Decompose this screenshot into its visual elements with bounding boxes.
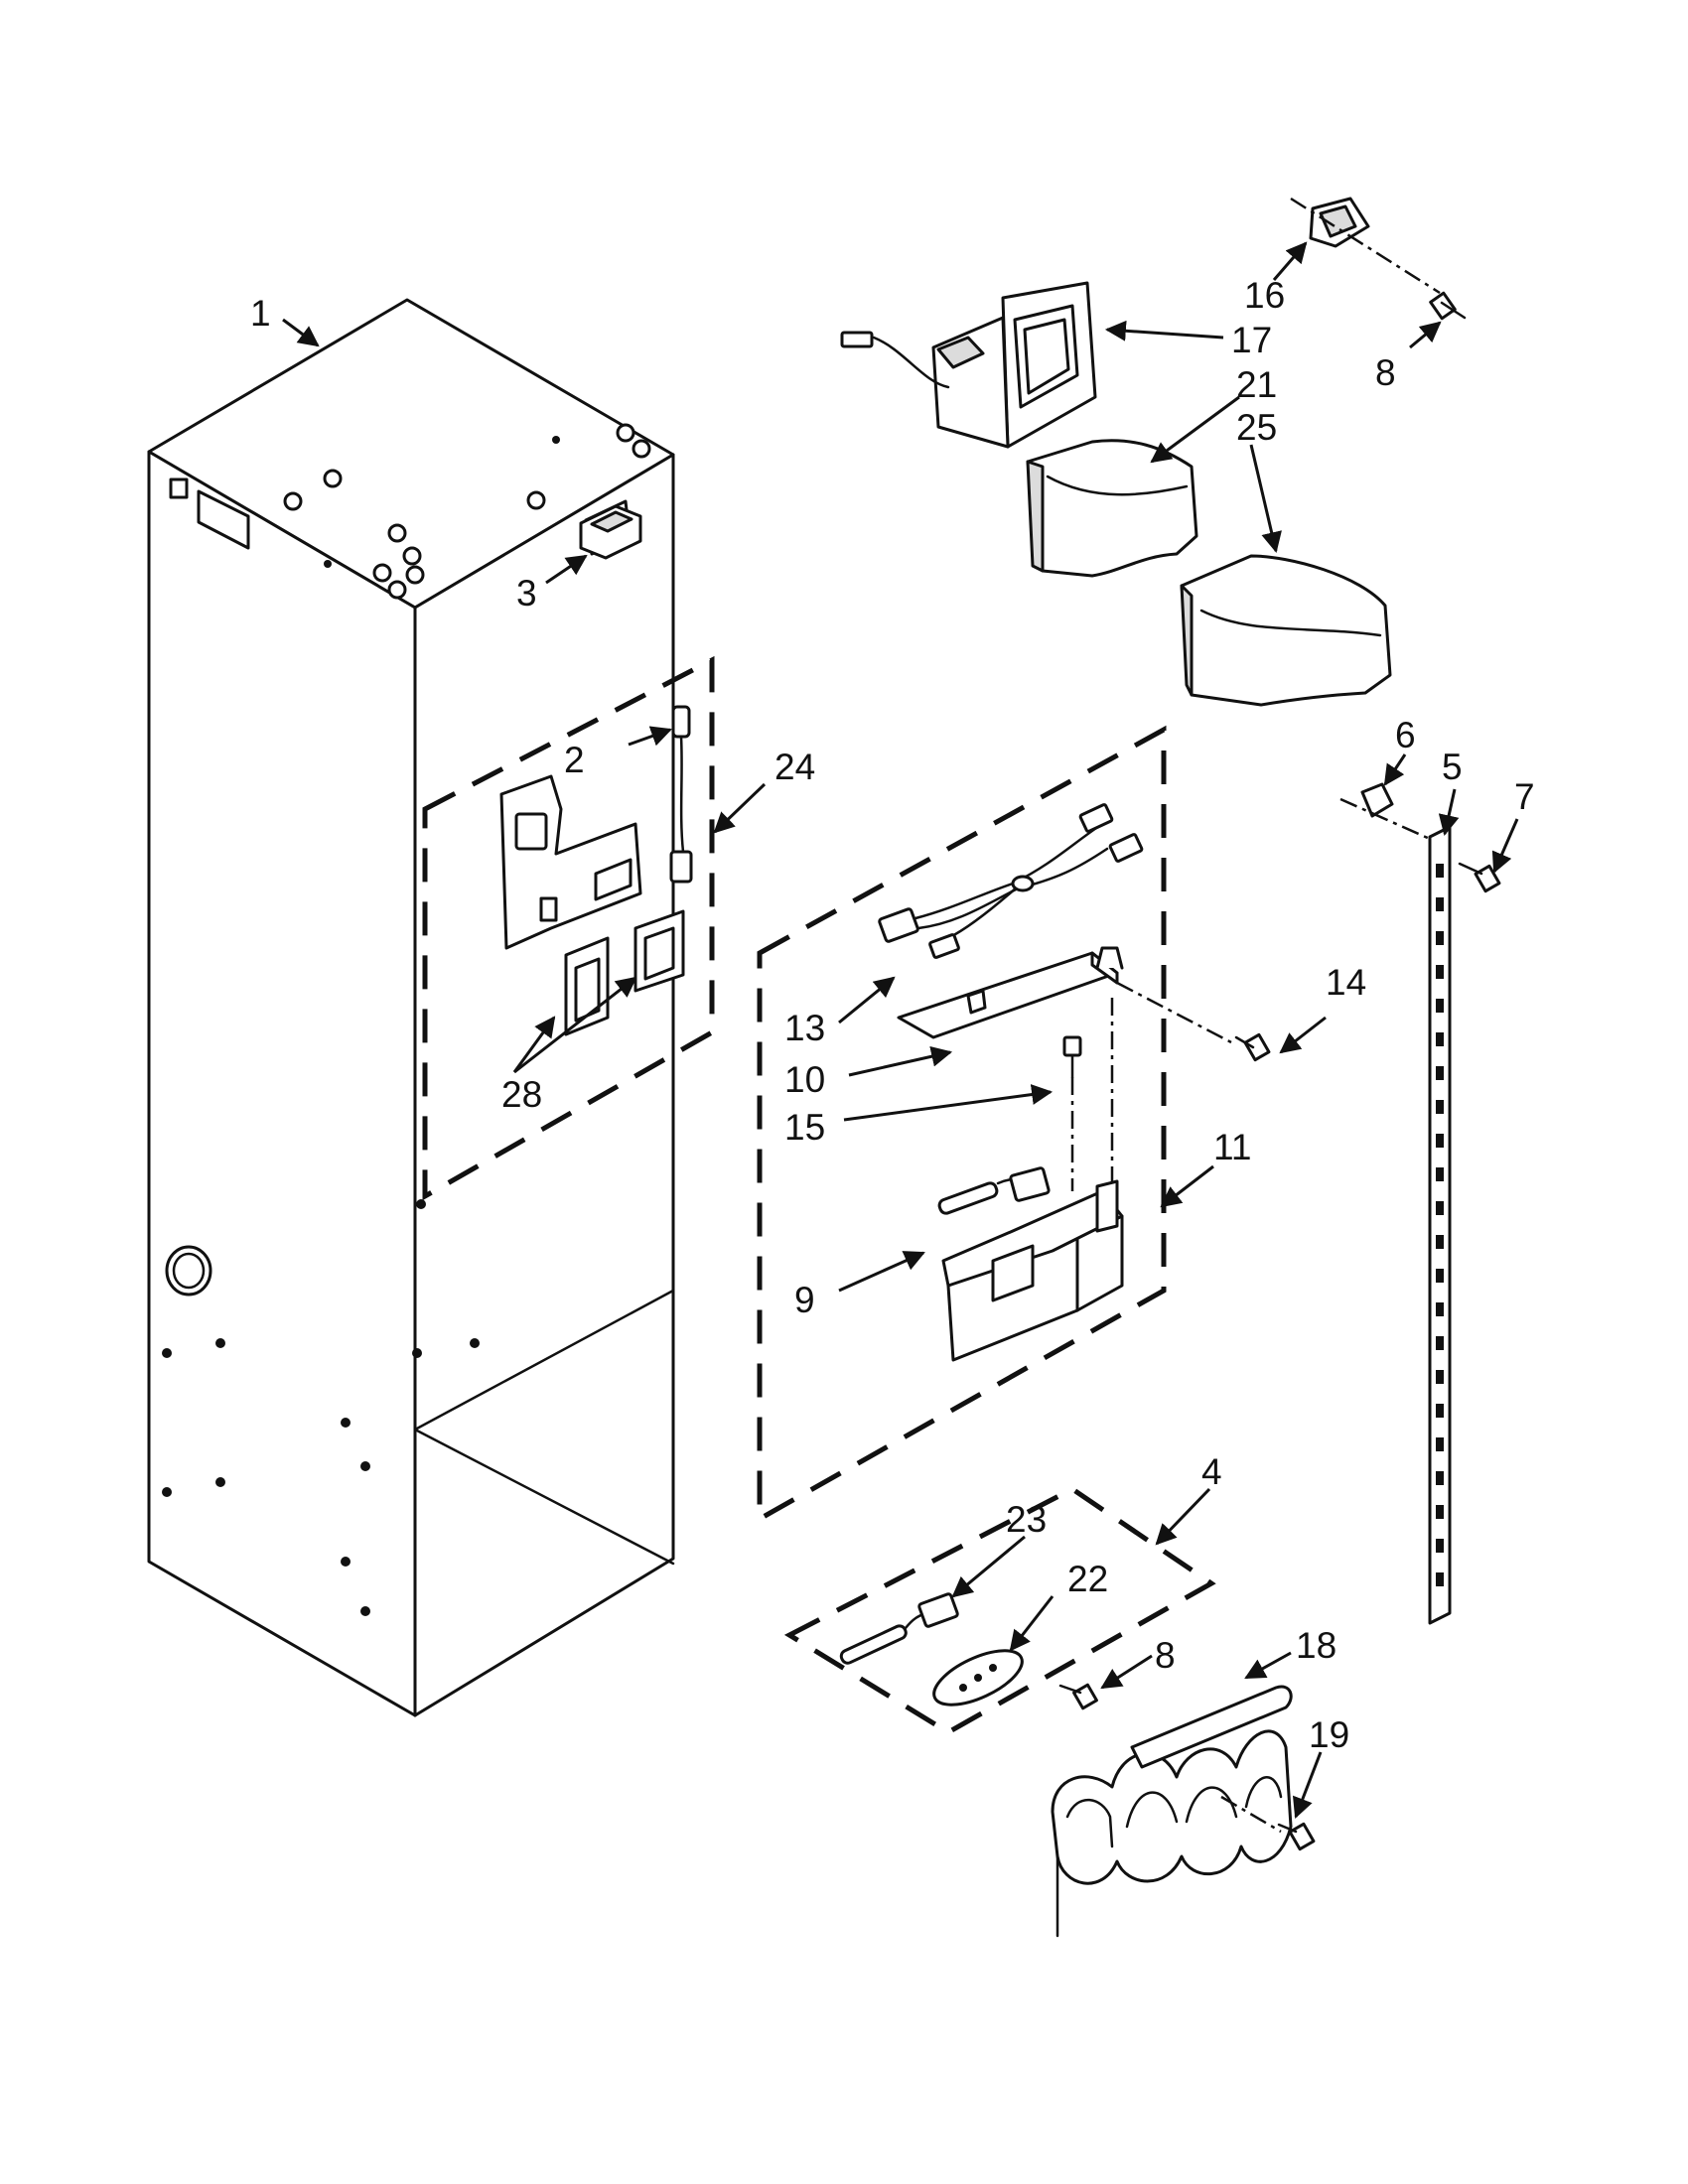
callout-9: 9	[794, 1280, 815, 1320]
callout-16: 16	[1244, 275, 1285, 316]
callout-28: 28	[501, 1074, 542, 1115]
callout-21: 21	[1236, 364, 1277, 405]
strip-slot	[1436, 1100, 1444, 1114]
cover-part-10	[897, 946, 1124, 1039]
screw-part-7	[1458, 862, 1501, 893]
heater-part-18	[1051, 1685, 1293, 1938]
strip-slot	[1436, 1370, 1444, 1384]
callout-8b: 8	[1155, 1635, 1176, 1676]
strip-slot	[1436, 1235, 1444, 1249]
strip-slot	[1436, 1505, 1444, 1519]
electronics-assembly-box	[757, 725, 1167, 1524]
sensor-part-9	[937, 1166, 1051, 1215]
control-box-assembly-24	[422, 655, 715, 1201]
strip-slot	[1436, 1572, 1444, 1586]
strip-slot	[1436, 1167, 1444, 1181]
callout-25: 25	[1236, 407, 1277, 448]
assembly-part-17	[840, 281, 1097, 449]
callout-24: 24	[774, 747, 815, 787]
screw-part-14	[1234, 1032, 1271, 1062]
strip-slot	[1436, 1134, 1444, 1148]
screw-part-8-upper	[1429, 291, 1467, 321]
strip-slot	[1436, 1032, 1444, 1046]
callout-2: 2	[564, 740, 585, 780]
strip-slot	[1436, 1404, 1444, 1418]
strip-slot	[1436, 1437, 1444, 1451]
strip-slot	[1436, 1302, 1444, 1316]
callout-1: 1	[250, 293, 271, 334]
callout-5: 5	[1442, 747, 1463, 787]
connector-part-3	[579, 504, 642, 560]
strip-slot	[1436, 1201, 1444, 1215]
duct-part-25	[1180, 554, 1392, 707]
screw-part-15	[1062, 1035, 1082, 1191]
screw-part-19	[1277, 1822, 1316, 1851]
clip-part-6	[1339, 782, 1431, 841]
strip-slot	[1436, 1471, 1444, 1485]
strip-slot	[1436, 897, 1444, 911]
callout-3: 3	[516, 573, 537, 614]
strip-slot	[1436, 999, 1444, 1013]
strip-slot	[1436, 1066, 1444, 1080]
callout-4: 4	[1201, 1451, 1222, 1492]
strip-slot	[1436, 1336, 1444, 1350]
strip-slot	[1436, 1539, 1444, 1553]
callout-18: 18	[1296, 1625, 1336, 1666]
strip-slot	[1436, 965, 1444, 979]
callout-6: 6	[1395, 715, 1416, 755]
callout-11: 11	[1213, 1127, 1251, 1167]
callout-23: 23	[1006, 1499, 1047, 1540]
bracket-part-16	[1290, 197, 1441, 295]
cabinet-part-1	[147, 298, 675, 1717]
housing-part-11	[941, 1179, 1124, 1362]
strip-slot	[1436, 1269, 1444, 1283]
callout-15: 15	[784, 1107, 825, 1148]
strip-part-5	[1428, 825, 1452, 1625]
callout-labels: 1 2 3 4 5 6 7 8 8 9 10 11 13 14 15 16 17…	[250, 275, 1535, 1755]
callout-13: 13	[784, 1008, 825, 1048]
callout-22: 22	[1067, 1559, 1108, 1599]
callout-8a: 8	[1375, 352, 1396, 393]
callout-17: 17	[1231, 320, 1272, 360]
duct-part-21	[1026, 439, 1198, 578]
callout-19: 19	[1309, 1714, 1349, 1755]
callout-7: 7	[1514, 776, 1535, 817]
callout-14: 14	[1326, 962, 1366, 1003]
strip-slot	[1436, 931, 1444, 945]
callout-10: 10	[784, 1059, 825, 1100]
sensor-assembly-box-4	[783, 1486, 1216, 1735]
strip-slot	[1436, 864, 1444, 878]
leader-lines	[282, 241, 1519, 1819]
wire-harness-part-13	[878, 803, 1144, 959]
